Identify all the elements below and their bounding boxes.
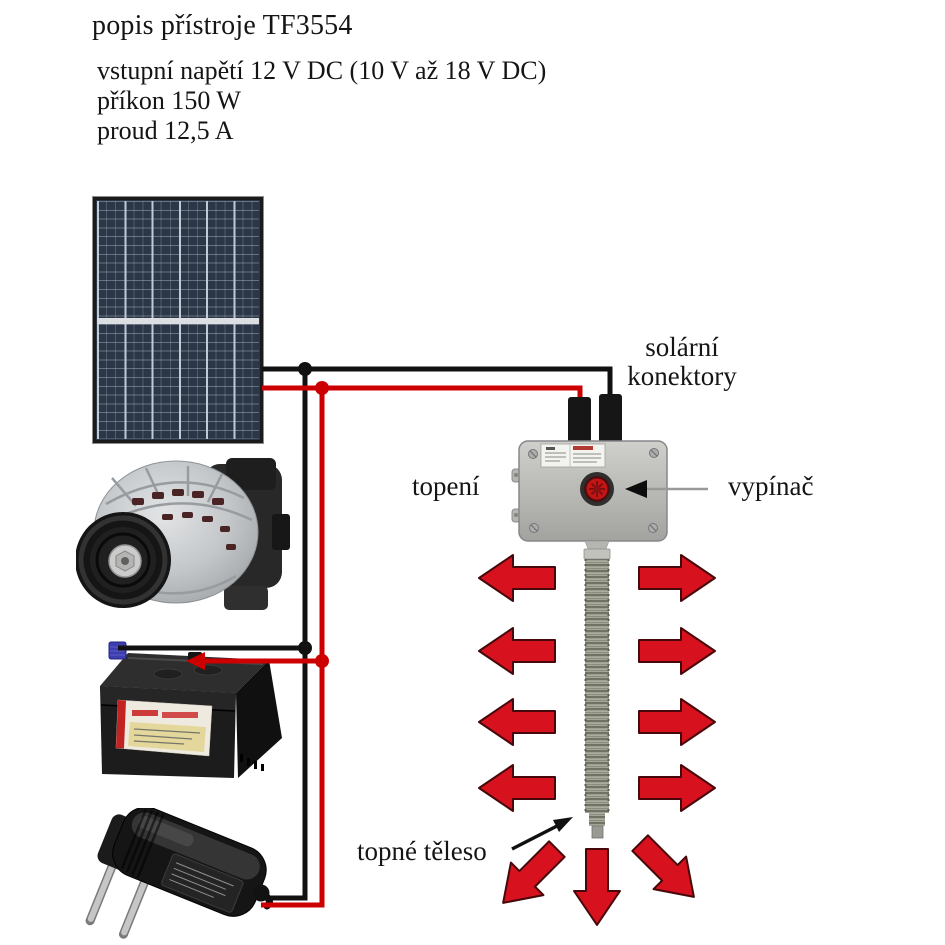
heat-arrow-left — [478, 764, 556, 812]
adapter-label — [161, 853, 244, 913]
page-title: popis přístroje TF3554 — [92, 10, 353, 41]
spec-current: proud 12,5 A — [97, 116, 234, 145]
alternator-foot — [224, 586, 268, 610]
spec-list: vstupní napětí 12 V DC (10 V až 18 V DC)… — [97, 56, 546, 146]
solar-panel-image — [93, 197, 263, 443]
power-switch-button — [580, 472, 614, 506]
alternator-connector-tab — [272, 514, 290, 550]
label-heating: topení — [412, 471, 480, 501]
wire-junction-dot — [315, 654, 329, 668]
adapter-plug-pins — [85, 862, 150, 939]
heater-enclosure — [511, 440, 668, 542]
adapter-label-text-lines — [169, 862, 234, 898]
battery-side-vents — [240, 754, 264, 771]
adapter-body-group — [85, 808, 267, 939]
spec-power: příkon 150 W — [97, 86, 241, 115]
label-solar-connectors: solární konektory — [627, 332, 737, 391]
battery-side-face — [236, 660, 282, 778]
solar-connector-left — [568, 397, 591, 443]
element-pointer-arrow — [511, 817, 573, 851]
heat-arrow-left — [478, 698, 556, 746]
heat-arrow-right — [638, 698, 716, 746]
battery-image — [100, 641, 282, 778]
adapter-ridges — [120, 809, 165, 878]
alternator-vents — [132, 489, 236, 550]
solar-connector-right — [599, 394, 622, 443]
heat-arrow-down-right — [631, 834, 695, 898]
enclosure-label-sticker — [540, 443, 606, 468]
label-switch: vypínač — [728, 471, 814, 501]
alternator-pulley — [76, 512, 171, 608]
enclosure-screws — [528, 448, 659, 533]
heating-element-tip — [589, 813, 605, 826]
heat-arrow-right — [638, 554, 716, 602]
alternator-image — [76, 458, 290, 610]
switch-pointer-arrow — [625, 480, 708, 498]
battery-positive-arrowhead — [186, 652, 205, 670]
battery-label — [115, 699, 213, 757]
wire-junction-dot — [298, 362, 312, 376]
heat-arrow-down — [573, 848, 621, 926]
alternator-top-lug — [226, 458, 276, 490]
heat-arrow-left — [478, 627, 556, 675]
heat-arrow-right — [638, 764, 716, 812]
heat-arrow-down-left — [502, 840, 566, 904]
negative-wires — [118, 366, 613, 901]
label-heating-element: topné těleso — [357, 836, 487, 866]
battery-vent-cap — [153, 668, 183, 680]
heat-arrows — [478, 554, 716, 926]
heat-arrow-right — [638, 627, 716, 675]
heat-arrow-left — [478, 554, 556, 602]
wire-junction-dot — [315, 381, 329, 395]
wire-junction-dot — [298, 641, 312, 655]
power-adapter-image — [85, 808, 273, 939]
spec-input-voltage: vstupní napětí 12 V DC (10 V až 18 V DC) — [97, 56, 547, 85]
heating-element-rod — [583, 540, 611, 839]
solar-panel-midband — [97, 318, 259, 324]
